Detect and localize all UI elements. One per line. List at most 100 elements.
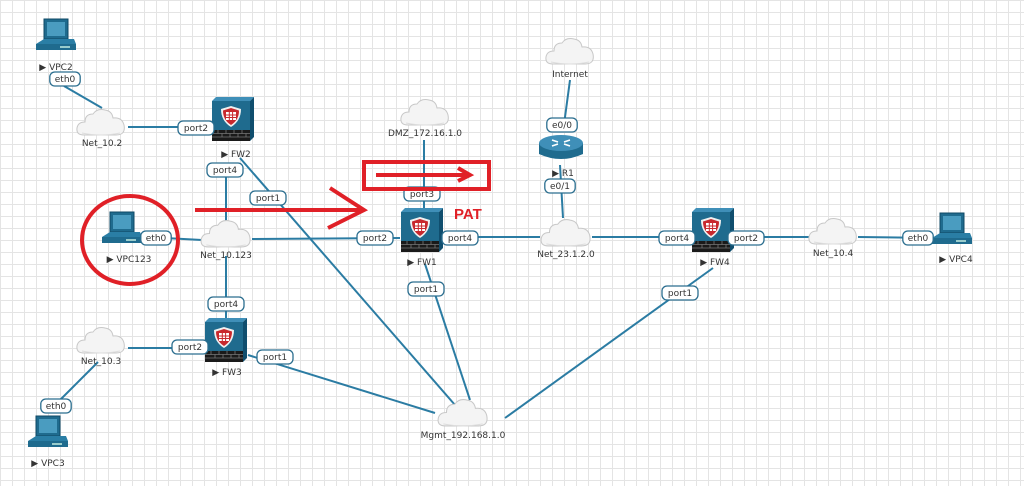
node-r1[interactable]: ▶ R1 <box>538 134 584 179</box>
port-label-box <box>658 230 696 246</box>
port-label-fw4-port4[interactable]: port4 <box>658 230 696 246</box>
node-label: ▶ R1 <box>552 169 574 179</box>
node-label: ▶ VPC3 <box>31 459 64 469</box>
pc-icon <box>35 18 77 51</box>
node-fw2[interactable]: ▶ FW2 <box>212 97 254 160</box>
port-label-text: port4 <box>665 234 689 244</box>
port-label-text: port1 <box>414 285 438 295</box>
pc-icon <box>27 415 69 448</box>
node-label: Net_10.2 <box>82 139 122 149</box>
port-label-box <box>207 296 245 312</box>
network-net10-3[interactable]: Net_10.3 <box>76 327 125 368</box>
link-fw3-mgmt[interactable] <box>247 354 436 414</box>
annotations: PAT <box>80 160 491 286</box>
port-label-text: port2 <box>184 124 208 134</box>
port-label-fw1-port2[interactable]: port2 <box>356 230 394 246</box>
port-label-fw1-port1[interactable]: port1 <box>407 281 445 297</box>
node-label: ▶ FW3 <box>212 368 242 378</box>
cloud-icon <box>437 399 488 427</box>
node-label: Net_10.4 <box>813 249 854 259</box>
port-label-fw3-port4[interactable]: port4 <box>207 296 245 312</box>
port-label-box <box>177 120 215 136</box>
port-label-box <box>249 190 287 206</box>
port-label-fw2-port4[interactable]: port4 <box>206 162 244 178</box>
node-label: ▶ VPC4 <box>939 255 973 265</box>
node-fw3[interactable]: ▶ FW3 <box>205 318 247 378</box>
port-label-text: port2 <box>363 234 387 244</box>
node-fw1[interactable]: ▶ FW1 <box>401 208 443 268</box>
firewall-icon <box>205 318 247 362</box>
port-label-vpc4-eth0[interactable]: eth0 <box>902 230 934 246</box>
cloud-icon <box>400 99 449 126</box>
port-label-box <box>544 178 576 194</box>
big-arrow-head <box>327 186 369 230</box>
firewall-icon <box>692 208 734 252</box>
network-internet[interactable]: Internet <box>545 38 594 81</box>
network-net10-2[interactable]: Net_10.2 <box>76 109 125 150</box>
router-icon <box>538 134 584 160</box>
port-label-fw3-port1[interactable]: port1 <box>256 349 294 365</box>
node-label: Net_10.3 <box>81 357 121 367</box>
node-label: ▶ VPC123 <box>107 255 152 265</box>
highlight-circle <box>80 194 180 286</box>
port-label-fw2-port1[interactable]: port1 <box>249 190 287 206</box>
port-label-text: e0/0 <box>552 121 572 131</box>
link-vpc2-net10-2[interactable] <box>63 85 103 109</box>
port-label-fw2-port2[interactable]: port2 <box>177 120 215 136</box>
port-label-box <box>727 230 765 246</box>
cloud-icon <box>545 38 594 65</box>
port-label-text: port1 <box>668 289 692 299</box>
network-net23[interactable]: Net_23.1.2.0 <box>537 219 595 260</box>
port-label-box <box>206 162 244 178</box>
port-label-box <box>49 71 81 87</box>
cloud-icon <box>76 327 125 354</box>
cloud-icon <box>76 109 125 136</box>
port-label-vpc123-eth0[interactable]: eth0 <box>140 230 172 246</box>
port-label-vpc3-eth0[interactable]: eth0 <box>40 398 72 414</box>
port-label-text: port4 <box>213 166 237 176</box>
node-vpc4[interactable]: ▶ VPC4 <box>931 212 973 265</box>
firewall-icon <box>401 208 443 252</box>
node-fw4[interactable]: ▶ FW4 <box>692 208 734 268</box>
network-mgmt[interactable]: Mgmt_192.168.1.0 <box>421 399 506 441</box>
port-label-text: port2 <box>734 234 758 244</box>
network-net10-4[interactable]: Net_10.4 <box>808 218 857 260</box>
port-label-box <box>40 398 72 414</box>
port-label-r1-e01[interactable]: e0/1 <box>544 178 576 194</box>
port-label-text: eth0 <box>46 402 67 412</box>
port-label-r1-e00[interactable]: e0/0 <box>546 117 578 133</box>
port-label-vpc2-eth0[interactable]: eth0 <box>49 71 81 87</box>
node-label: Mgmt_192.168.1.0 <box>421 431 506 441</box>
port-label-text: port4 <box>448 234 472 244</box>
network-dmz[interactable]: DMZ_172.16.1.0 <box>388 99 462 140</box>
firewall-icon <box>212 97 254 141</box>
port-label-box <box>407 281 445 297</box>
port-label-text: eth0 <box>55 75 76 85</box>
node-label: ▶ VPC2 <box>39 63 72 73</box>
node-vpc3[interactable]: ▶ VPC3 <box>27 415 69 469</box>
port-label-fw1-port4[interactable]: port4 <box>441 230 479 246</box>
link-net10-3-vpc3[interactable] <box>57 361 99 403</box>
port-label-text: port1 <box>263 353 287 363</box>
port-label-fw4-port2[interactable]: port2 <box>727 230 765 246</box>
port-label-fw3-port2[interactable]: port2 <box>171 339 209 355</box>
port-label-fw4-port1[interactable]: port1 <box>661 285 699 301</box>
network-net10-123[interactable]: Net_10.123 <box>200 220 252 261</box>
port-label-box <box>902 230 934 246</box>
port-label-box <box>256 349 294 365</box>
node-vpc123[interactable]: ▶ VPC123 <box>101 211 152 265</box>
highlight-box <box>362 160 491 191</box>
port-label-text: port4 <box>214 300 238 310</box>
port-label-box <box>546 117 578 133</box>
port-label-box <box>441 230 479 246</box>
cloud-icon <box>540 219 591 247</box>
node-label: ▶ FW2 <box>221 150 251 160</box>
pat-annotation: PAT <box>454 206 482 223</box>
node-label: ▶ FW4 <box>700 258 730 268</box>
cloud-icon <box>808 218 857 245</box>
port-label-text: port1 <box>256 194 280 204</box>
node-vpc2[interactable]: ▶ VPC2 <box>35 18 77 73</box>
